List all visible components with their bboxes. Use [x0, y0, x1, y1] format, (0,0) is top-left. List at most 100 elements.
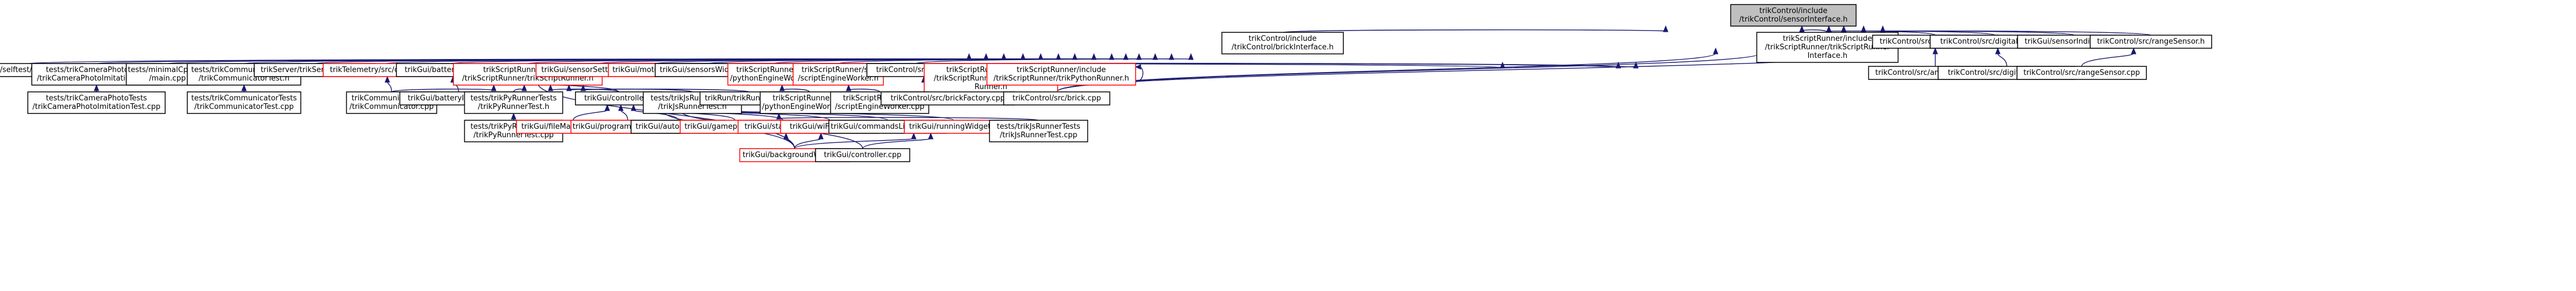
node-label-line: tests/trikJsRunnerTests [997, 123, 1080, 131]
edge-arrowhead [1188, 53, 1194, 60]
edge-scriptworker-cpp-to-scriptworker-h [846, 84, 880, 92]
edge-brick-cpp-to-analog-h [1056, 47, 1718, 92]
edge-arrowhead [1091, 53, 1097, 60]
node-label-line: tests/trikPyRunnerTests [470, 94, 557, 103]
node-label-line: /trikCameraPhotoImitationTest.cpp [32, 103, 161, 111]
edge-arrowhead [1713, 47, 1718, 54]
edge-arrowhead [1123, 53, 1129, 60]
node-brick-cpp[interactable]: trikControl/src/brick.cpp [1003, 91, 1111, 106]
edge-arrowhead [1826, 25, 1832, 32]
edge-line [794, 138, 914, 149]
edge-background-to-running [794, 132, 917, 149]
edge-brick-cpp-to-range-h [1056, 47, 1880, 92]
edge-arrowhead [818, 132, 824, 140]
node-label-line: trikControl/include [1249, 35, 1317, 43]
node-controller-h[interactable]: trikGui/controller.h [575, 91, 662, 106]
edge-range-cpp-to-range-h [2081, 47, 2137, 67]
node-label-line: trikControl/src/brickFactory.cpp [890, 94, 1005, 103]
edge-arrowhead [522, 84, 527, 91]
node-layer: trikControl/include/trikControl/sensorIn… [0, 4, 2212, 162]
edge-arrowhead [241, 84, 247, 91]
edge-controller-cpp-to-running [862, 132, 934, 149]
node-pytest-h[interactable]: tests/trikPyRunnerTests/trikPyRunnerTest… [464, 91, 564, 114]
edge-commtest-cpp-to-commtest-h [241, 84, 247, 92]
node-label-line: trikScriptRunner/src [801, 66, 875, 74]
edge-brick-h-to-brick-iface [915, 53, 1194, 64]
node-box [2090, 35, 2212, 49]
edge-arrowhead [846, 84, 851, 91]
node-brickfactory[interactable]: trikControl/src/brickFactory.cpp [880, 91, 1015, 106]
node-label-line: /trikScriptRunner/trikPythonRunner.h [994, 74, 1129, 83]
node-label-line: /trikControl/brickInterface.h [1232, 43, 1334, 52]
node-label-line: /main.cpp [149, 74, 186, 83]
node-label-line: /trikCommunicatorTest.cpp [194, 103, 293, 111]
node-box [1730, 4, 1857, 27]
node-running[interactable]: trikGui/runningWidget.h [904, 120, 1003, 134]
edge-arrowhead [1134, 64, 1141, 70]
edge-line [915, 58, 1192, 64]
node-label-line: trikGui/controller.h [584, 94, 653, 103]
node-box [27, 91, 166, 114]
edge-arrowhead [1799, 25, 1805, 32]
edge-line [582, 88, 750, 92]
node-jstest-cpp[interactable]: tests/trikJsRunnerTests/trikJsRunnerTest… [989, 120, 1089, 142]
node-script-iface[interactable]: trikScriptRunner/include/trikScriptRunne… [1756, 32, 1899, 63]
node-range-cpp[interactable]: trikControl/src/rangeSensor.cpp [2016, 66, 2147, 80]
edge-analog-cpp-to-analog-h [1932, 47, 1938, 67]
node-range-h[interactable]: trikControl/src/rangeSensor.h [2090, 35, 2212, 49]
edge-arrowhead [384, 75, 390, 83]
node-commtest-cpp[interactable]: tests/trikCommunicatorTests/trikCommunic… [187, 91, 301, 114]
node-camtest-cpp[interactable]: tests/trikCameraPhotoTests/trikCameraPho… [27, 91, 166, 114]
node-label-line: trikScriptRunner/src [736, 66, 809, 74]
edge-line [1882, 30, 2151, 36]
edge-background-to-startwidget [783, 132, 795, 149]
node-label-line: trikScriptRunner/include [1016, 66, 1106, 74]
edge-line [1135, 66, 1144, 82]
node-label-line: trikControl/src/rangeSensor.cpp [2023, 69, 2140, 77]
edge-arrowhead [911, 132, 917, 140]
edge-arrowhead [1152, 53, 1158, 60]
edge-line [391, 88, 494, 92]
node-label-line: Interface.h [1808, 52, 1848, 60]
node-brick-iface[interactable]: trikControl/include/trikControl/brickInt… [1221, 32, 1344, 54]
edge-communicator-cpp-to-connection-h [384, 75, 392, 92]
node-label-line: trikControl/include [1759, 7, 1827, 15]
edge-range-h-to-root [1880, 25, 2151, 36]
edge-digital-cpp-to-digital-h [1995, 47, 2007, 67]
edge-arrowhead [1633, 61, 1639, 69]
edge-arrowhead [1109, 53, 1115, 60]
edge-arrowhead [1880, 25, 1886, 32]
edge-arrowhead [94, 84, 99, 91]
edge-pytest-h-to-runner-h [513, 84, 527, 92]
edge-arrowhead [548, 84, 553, 91]
edge-arrowhead [1861, 25, 1867, 32]
edge-script-iface-to-root [1799, 25, 1828, 33]
edge-arrowhead [491, 84, 497, 91]
node-label-line: tests/trikCameraPhotoTests [46, 66, 147, 74]
edge-arrowhead [1663, 25, 1669, 32]
edge-arrowhead [1136, 53, 1142, 60]
edge-arrowhead [1841, 25, 1847, 32]
node-box [464, 91, 564, 114]
edge-arrowhead [511, 112, 516, 120]
edge-arrowhead [1932, 47, 1938, 54]
edge-pyworker-cpp-to-pyworker-h [779, 84, 810, 92]
edge-line [573, 109, 608, 121]
node-label-line: trikControl/src/rangeSensor.h [2097, 37, 2205, 46]
node-pyrunner-h[interactable]: trikScriptRunner/include/trikScriptRunne… [986, 63, 1136, 86]
node-label-line: /trikScriptRunner/trikScriptRunner [1765, 43, 1890, 52]
edge-line [1282, 29, 1666, 33]
node-label-line: tests/trikCommunicatorTests [191, 94, 297, 103]
node-label-line: /trikPyRunnerTest.h [478, 103, 549, 111]
node-controller-cpp[interactable]: trikGui/controller.cpp [815, 148, 910, 162]
edge-arrowhead [928, 132, 934, 140]
edge-pyrunner-self-loop [1134, 64, 1144, 82]
edge-line [386, 81, 392, 92]
node-root[interactable]: trikControl/include/trikControl/sensorIn… [1730, 4, 1857, 27]
node-label-line: /scriptEngineWorker.h [798, 74, 879, 83]
node-box [989, 120, 1089, 142]
node-box [1003, 91, 1111, 106]
edge-line [785, 138, 795, 149]
edge-arrowhead [1169, 53, 1174, 60]
